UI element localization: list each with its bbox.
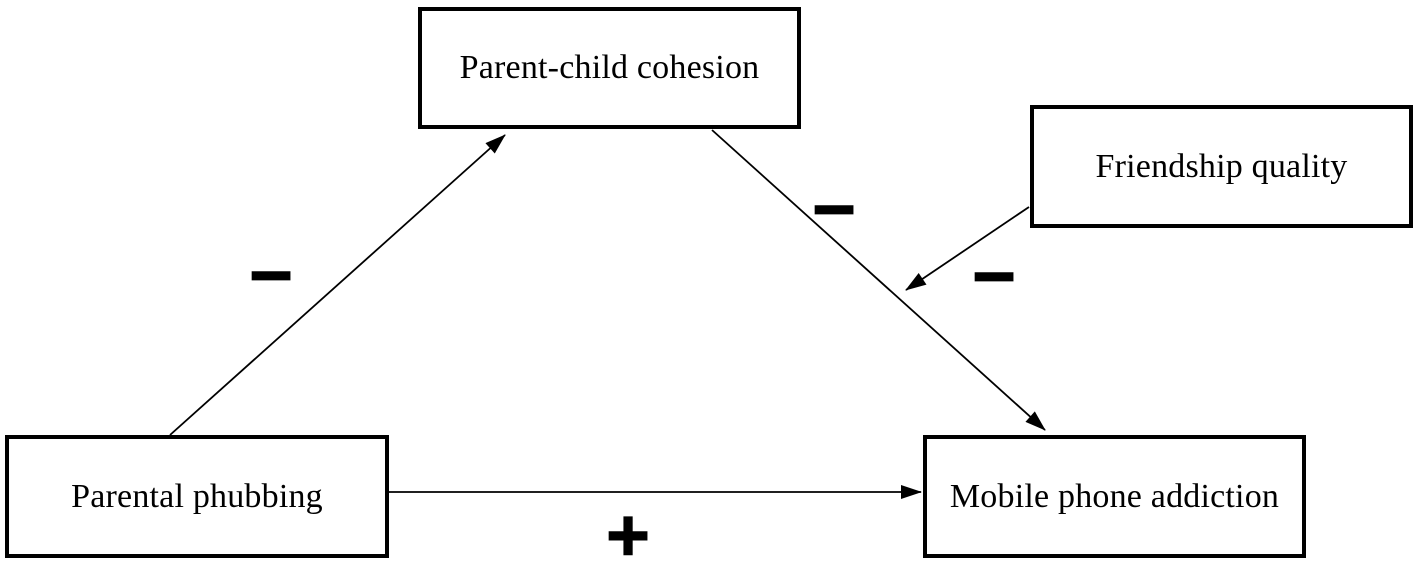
node-parent-child-cohesion: Parent-child cohesion: [418, 7, 801, 129]
node-mobile-phone-addiction-label: Mobile phone addiction: [949, 477, 1280, 515]
node-friendship-quality: Friendship quality: [1030, 105, 1413, 228]
node-parental-phubbing-label: Parental phubbing: [71, 477, 323, 515]
sign-friendship-moderation-negative: −: [968, 241, 1019, 309]
node-mobile-phone-addiction: Mobile phone addiction: [923, 435, 1306, 558]
arrow-friendship-moderation: [905, 206, 1030, 291]
node-parent-child-cohesion-label: Parent-child cohesion: [459, 49, 760, 86]
arrow-phubbing-to-cohesion: [169, 134, 506, 436]
arrow-cohesion-to-addiction: [711, 129, 1046, 431]
node-friendship-quality-label: Friendship quality: [1095, 147, 1348, 185]
node-parental-phubbing: Parental phubbing: [5, 435, 389, 558]
sign-cohesion-to-addiction-negative: −: [808, 174, 859, 242]
sign-phubbing-to-cohesion-negative: −: [245, 240, 296, 308]
sign-phubbing-to-addiction-positive: +: [602, 500, 653, 565]
